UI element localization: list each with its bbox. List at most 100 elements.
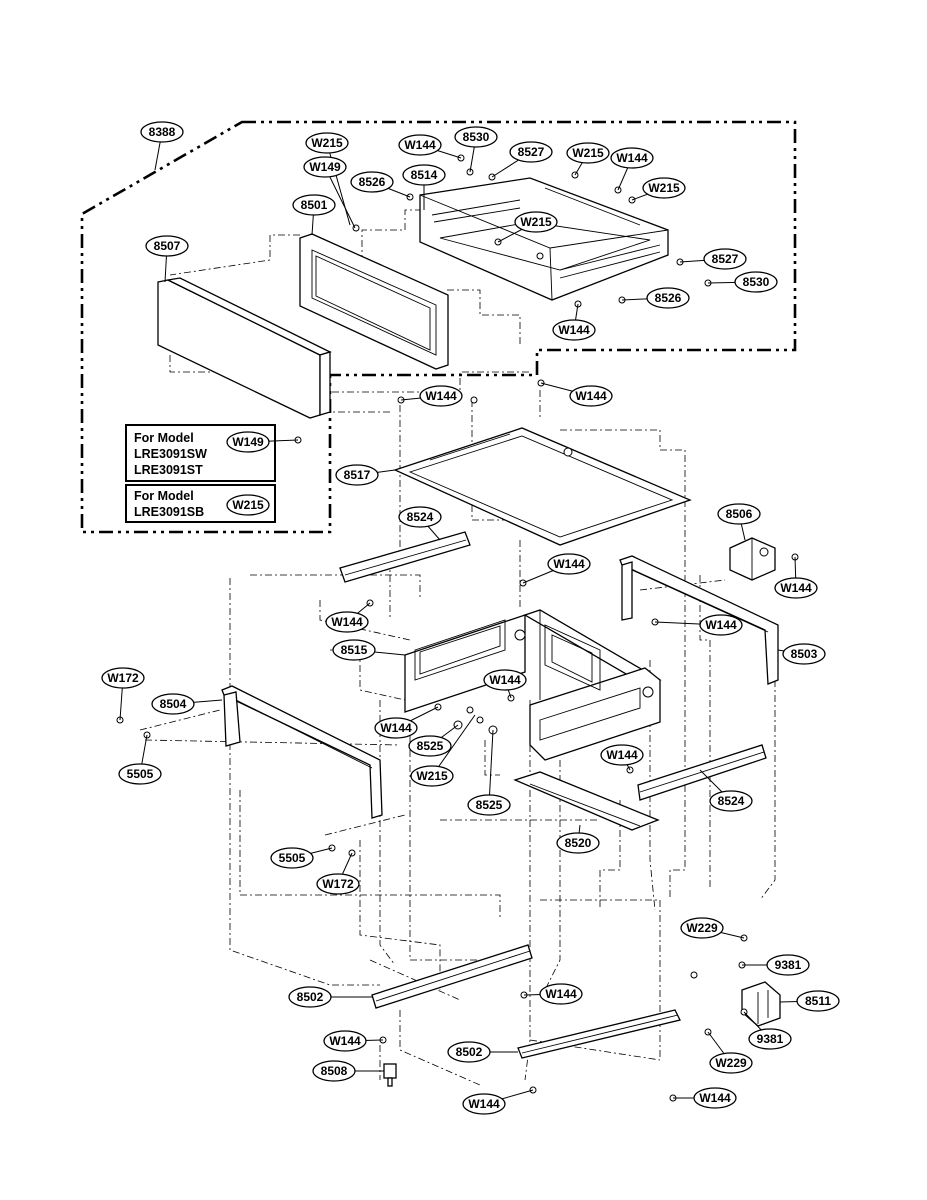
callout-label: 8508 [321, 1064, 348, 1078]
callout-ellipse [796, 990, 840, 1012]
callout-ellipse [539, 983, 583, 1005]
callout-label: 8520 [565, 836, 592, 850]
callout-8525: 8525 [408, 735, 452, 757]
callout-w149: W149 [303, 156, 347, 178]
callout-5505: 5505 [270, 847, 314, 869]
model-note-1-line-2: LRE3091SW [134, 447, 207, 461]
part-8504-left-rail [221, 685, 383, 819]
callout-ellipse [374, 717, 418, 739]
callout-ellipse [600, 744, 644, 766]
callout-label: 8525 [476, 798, 503, 812]
callout-ellipse [642, 177, 686, 199]
callout-w144: W144 [693, 1087, 737, 1109]
callout-ellipse [410, 765, 454, 787]
callout-w149: W149 [226, 431, 270, 453]
callout-8508: 8508 [312, 1060, 356, 1082]
callout-ellipse [288, 986, 332, 1008]
callout-8530: 8530 [454, 126, 498, 148]
callout-8388: 8388 [140, 121, 184, 143]
callout-8527: 8527 [703, 248, 747, 270]
callout-ellipse [566, 142, 610, 164]
model-note-2-line-2: LRE3091SB [134, 505, 204, 519]
callout-ellipse [610, 147, 654, 169]
part-8503-right-rail [619, 555, 779, 685]
callout-label: 8517 [344, 468, 371, 482]
callout-label: W144 [705, 618, 737, 632]
callout-ellipse [101, 667, 145, 689]
callout-label: W172 [107, 671, 139, 685]
callout-label: W215 [520, 215, 552, 229]
callout-label: W144 [404, 138, 436, 152]
model-note-2-line-1: For Model [134, 489, 194, 503]
callout-ellipse [547, 553, 591, 575]
callout-w172: W172 [101, 667, 145, 689]
callout-label: W144 [468, 1097, 500, 1111]
callout-8502: 8502 [447, 1041, 491, 1063]
callout-label: W144 [331, 615, 363, 629]
callout-8524: 8524 [398, 506, 442, 528]
callout-label: W215 [648, 181, 680, 195]
callout-ellipse [709, 1052, 753, 1074]
part-8514-drawer-body [419, 177, 669, 301]
callout-w144: W144 [419, 385, 463, 407]
callout-ellipse [292, 194, 336, 216]
callout-w144: W144 [569, 385, 613, 407]
callout-w144: W144 [323, 1030, 367, 1052]
callout-label: W149 [232, 435, 264, 449]
callout-w215: W215 [226, 494, 270, 516]
callout-ellipse [447, 1041, 491, 1063]
callout-ellipse [151, 693, 195, 715]
callout-w144: W144 [552, 319, 596, 341]
callout-label: 8530 [743, 275, 770, 289]
callout-ellipse [398, 134, 442, 156]
callout-ellipse [680, 917, 724, 939]
callout-label: 8526 [359, 175, 386, 189]
callout-9381: 9381 [748, 1028, 792, 1050]
callout-ellipse [569, 385, 613, 407]
callout-w215: W215 [305, 132, 349, 154]
callout-w215: W215 [514, 211, 558, 233]
callout-w215: W215 [410, 765, 454, 787]
callout-5505: 5505 [118, 763, 162, 785]
callout-w144: W144 [462, 1093, 506, 1115]
callout-8506: 8506 [717, 503, 761, 525]
callout-ellipse [303, 156, 347, 178]
callout-label: W144 [616, 151, 648, 165]
callout-label: W144 [575, 389, 607, 403]
callout-ellipse [646, 287, 690, 309]
callout-label: 8502 [297, 990, 324, 1004]
callout-w144: W144 [325, 611, 369, 633]
callout-ellipse [509, 141, 553, 163]
callout-label: W229 [715, 1056, 747, 1070]
callout-ellipse [226, 431, 270, 453]
callout-w229: W229 [709, 1052, 753, 1074]
callout-label: W172 [322, 877, 354, 891]
callout-ellipse [408, 735, 452, 757]
callout-ellipse [552, 319, 596, 341]
callout-w215: W215 [566, 142, 610, 164]
callout-label: W144 [380, 721, 412, 735]
callout-label: 8507 [154, 239, 181, 253]
callout-ellipse [398, 506, 442, 528]
callout-8526: 8526 [350, 171, 394, 193]
callout-label: W215 [416, 769, 448, 783]
callout-ellipse [145, 235, 189, 257]
callout-ellipse [556, 832, 600, 854]
callout-ellipse [462, 1093, 506, 1115]
model-note-1-line-3: LRE3091ST [134, 463, 203, 477]
part-8508-leveler [383, 1063, 397, 1087]
callout-ellipse [226, 494, 270, 516]
callout-ellipse [766, 954, 810, 976]
part-8506-bracket [729, 537, 776, 581]
callout-w144: W144 [539, 983, 583, 1005]
callout-ellipse [325, 611, 369, 633]
callout-label: 8501 [301, 198, 328, 212]
callout-ellipse [316, 873, 360, 895]
leader-line [431, 714, 476, 777]
callout-ellipse [748, 1028, 792, 1050]
callout-8527: 8527 [509, 141, 553, 163]
callout-ellipse [703, 248, 747, 270]
callout-label: 8524 [407, 510, 434, 524]
callout-w144: W144 [610, 147, 654, 169]
callout-label: W229 [686, 921, 718, 935]
